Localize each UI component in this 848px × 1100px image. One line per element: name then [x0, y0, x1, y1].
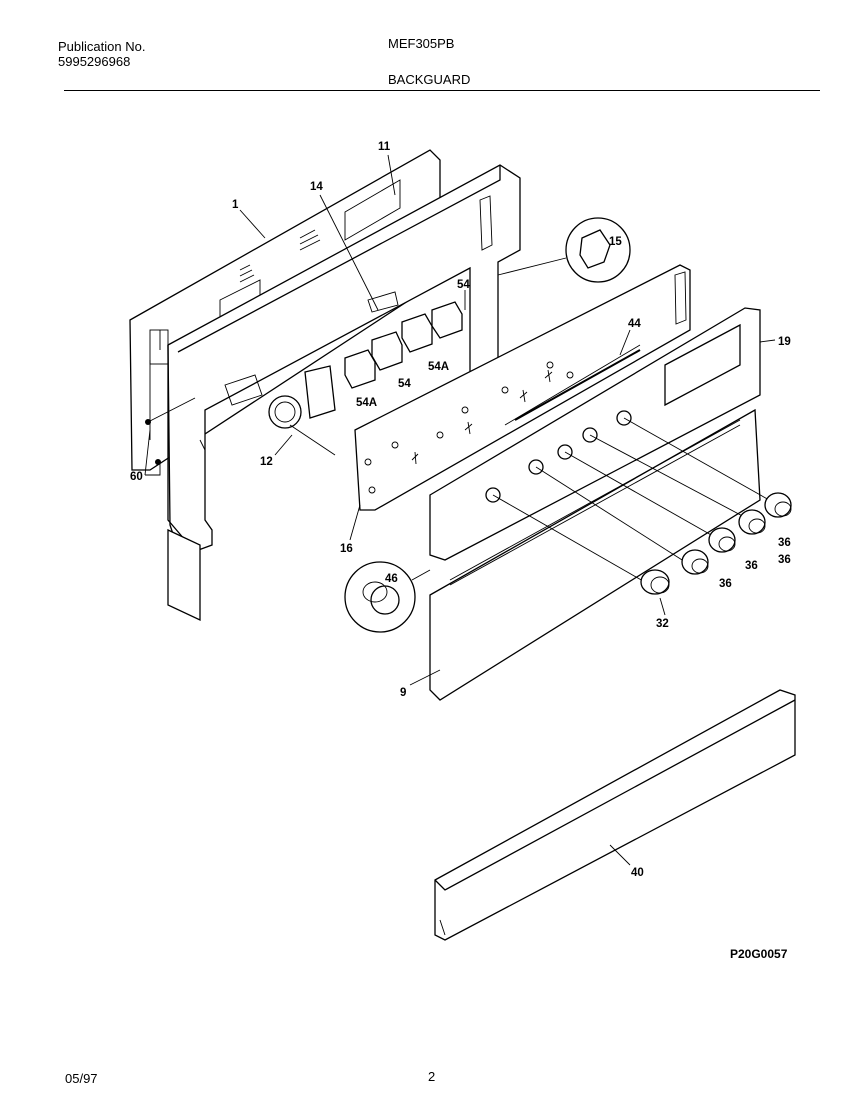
callout-36-b: 36	[778, 554, 791, 566]
footer-date: 05/97	[65, 1071, 98, 1086]
drawing-code: P20G0057	[730, 947, 788, 961]
lower-panel	[429, 408, 761, 701]
detail-bubble-15	[497, 217, 631, 283]
knobs	[492, 417, 792, 595]
callout-1: 1	[232, 199, 239, 211]
callout-54A-right: 54A	[428, 361, 449, 373]
callout-44: 44	[628, 318, 641, 330]
callout-19: 19	[778, 336, 791, 348]
callout-54-lower: 54	[398, 378, 411, 390]
callout-36-c: 36	[745, 560, 758, 572]
model-number: MEF305PB	[388, 36, 455, 51]
callout-14: 14	[310, 181, 323, 193]
callout-60: 60	[130, 471, 143, 483]
switch-components	[224, 291, 463, 456]
publication-label: Publication No.	[58, 39, 146, 54]
publication-number: 5995296968	[58, 54, 131, 69]
detail-bubble-46	[344, 561, 431, 633]
callout-40: 40	[631, 867, 644, 879]
callout-36-a: 36	[778, 537, 791, 549]
callout-46: 46	[385, 573, 398, 585]
leader-lines	[144, 154, 776, 866]
callout-11: 11	[378, 141, 391, 153]
callout-15: 15	[609, 236, 622, 248]
bottom-trim	[434, 689, 796, 941]
header-rule	[64, 90, 820, 91]
callout-32: 32	[656, 618, 669, 630]
callout-12: 12	[260, 456, 273, 468]
section-title: BACKGUARD	[388, 72, 471, 87]
callout-9: 9	[400, 687, 406, 699]
screws	[145, 397, 196, 465]
control-glass	[429, 307, 761, 561]
callout-36-d: 36	[719, 578, 732, 590]
callout-54A-left: 54A	[356, 397, 377, 409]
backguard-frame	[167, 164, 521, 622]
callout-16: 16	[340, 543, 353, 555]
callout-54-upper: 54	[457, 279, 470, 291]
control-panel	[354, 264, 691, 511]
footer-page-number: 2	[428, 1069, 436, 1084]
